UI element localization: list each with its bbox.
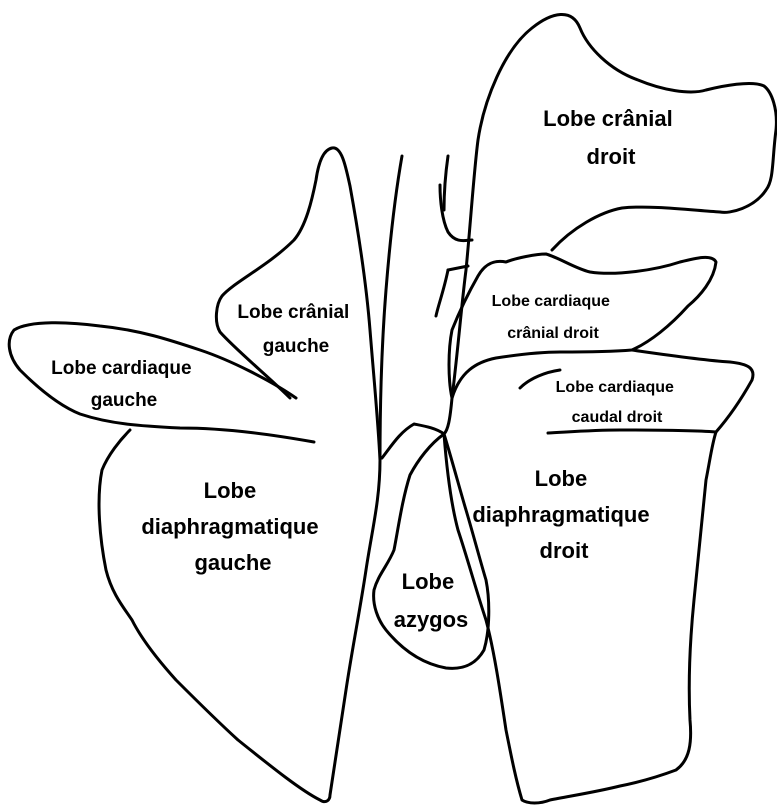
lobe-diaphragmatique-droit-outline [444, 398, 716, 803]
trachea-mid-stroke [444, 156, 448, 210]
label-cardiaque-gauche: Lobe cardiaque gauche [51, 358, 197, 411]
trachea-inner-stroke [436, 270, 448, 316]
label-cardiaque-cranial-droit: Lobe cardiaque crânial droit [492, 293, 615, 342]
trachea-left-stroke [380, 156, 402, 460]
label-cardiaque-caudal-droit: Lobe cardiaque caudal droit [556, 379, 679, 426]
lobe-cranial-droit-outline [452, 14, 776, 398]
label-diaphragmatique-droit: Lobe diaphragmatique droit [472, 466, 655, 563]
lobe-cardiaque-caudal-droit-top-stroke [520, 370, 560, 388]
label-azygos: Lobe azygos [394, 569, 469, 632]
label-cranial-droit: Lobe crânial droit [543, 106, 679, 169]
label-diaphragmatique-gauche: Lobe diaphragmatique gauche [141, 478, 324, 575]
label-cranial-gauche: Lobe crânial gauche [237, 302, 354, 357]
